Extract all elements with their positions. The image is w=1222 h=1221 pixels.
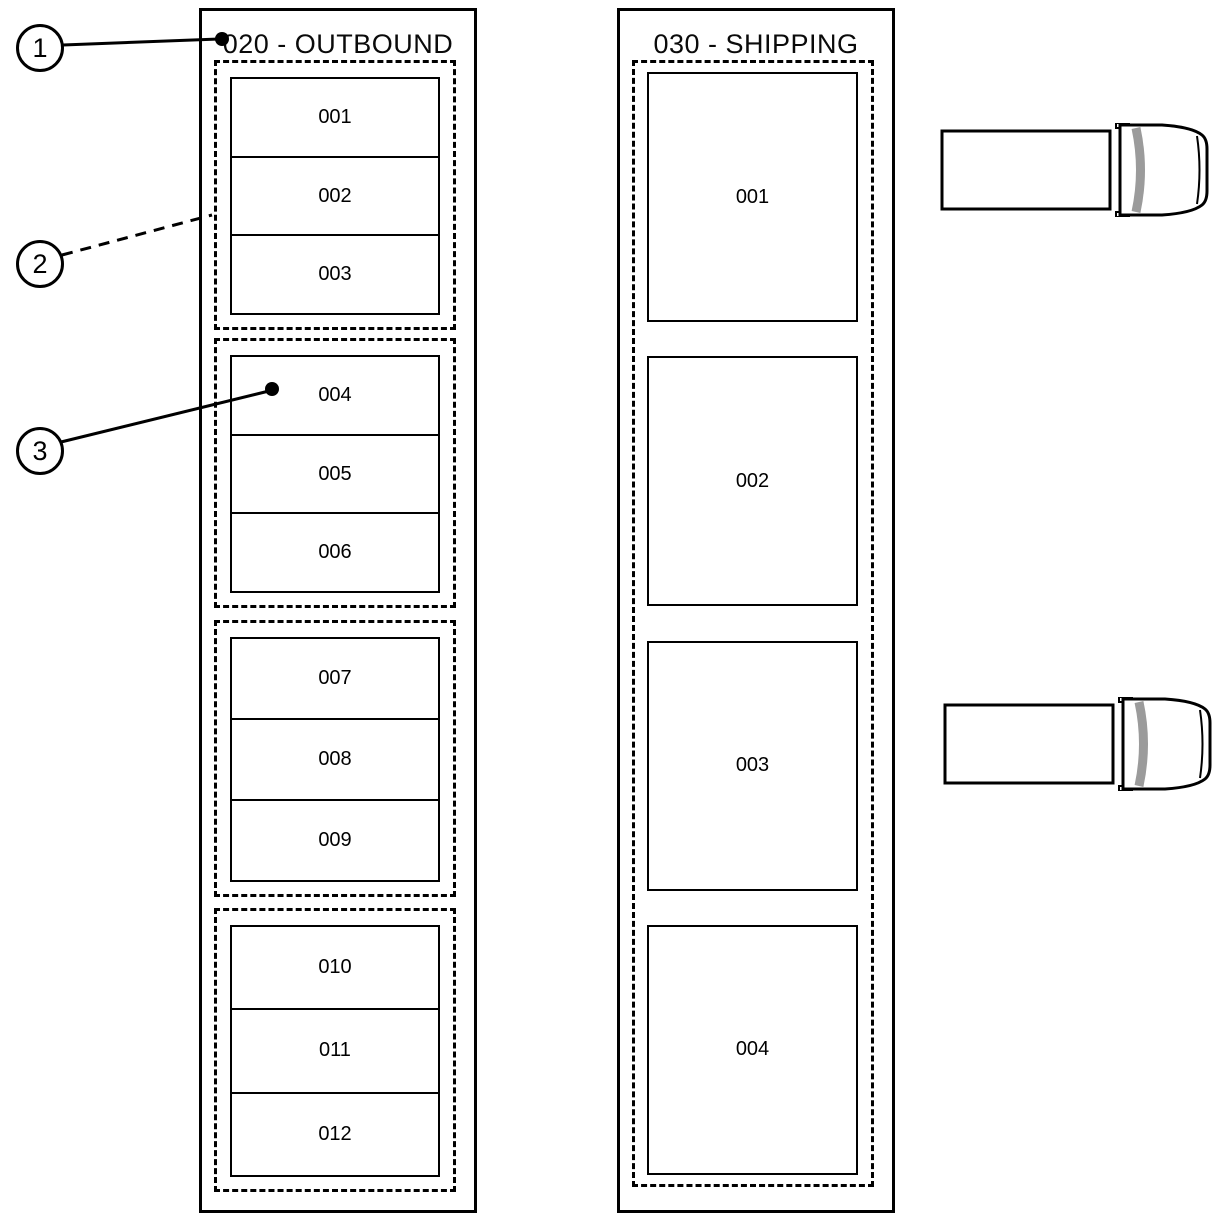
callout-2: 2 bbox=[16, 240, 64, 288]
slot: 011 bbox=[230, 1008, 440, 1094]
slot: 006 bbox=[230, 512, 440, 594]
truck-icon bbox=[940, 123, 1209, 217]
zone-shipping: 030 - SHIPPING 001 002 003 004 bbox=[617, 8, 895, 1213]
shipping-subzone-1: 001 002 003 004 bbox=[632, 60, 874, 1187]
outbound-subzone-1: 001 002 003 bbox=[214, 60, 456, 330]
outbound-subzone-3: 007 008 009 bbox=[214, 620, 456, 897]
slot: 003 bbox=[230, 234, 440, 316]
slot: 002 bbox=[230, 155, 440, 237]
leader-line-1 bbox=[62, 37, 220, 47]
zone-shipping-title: 030 - SHIPPING bbox=[653, 29, 859, 59]
slot-stack: 010 011 012 bbox=[230, 925, 440, 1177]
slot-stack: 007 008 009 bbox=[230, 637, 440, 882]
slot: 003 bbox=[647, 640, 858, 891]
callout-1: 1 bbox=[16, 24, 64, 72]
slot-stack: 004 005 006 bbox=[230, 355, 440, 594]
truck-icon bbox=[943, 697, 1212, 791]
slot: 010 bbox=[230, 925, 440, 1011]
slot: 004 bbox=[230, 355, 440, 436]
callout-3-label: 3 bbox=[32, 435, 48, 466]
outbound-subzone-4: 010 011 012 bbox=[214, 908, 456, 1192]
zone-outbound: 020 - OUTBOUND 001 002 003 004 005 006 0… bbox=[199, 8, 477, 1213]
slot: 007 bbox=[230, 637, 440, 720]
slot-stack: 001 002 003 004 bbox=[647, 72, 858, 1175]
callout-2-label: 2 bbox=[32, 248, 48, 279]
callout-3: 3 bbox=[16, 427, 64, 475]
slot: 012 bbox=[230, 1091, 440, 1177]
slot: 002 bbox=[647, 356, 858, 607]
callout-1-label: 1 bbox=[32, 32, 48, 63]
slot: 004 bbox=[647, 924, 858, 1175]
slot: 001 bbox=[647, 72, 858, 322]
leader-line-2 bbox=[61, 213, 213, 257]
outbound-subzone-2: 004 005 006 bbox=[214, 338, 456, 608]
slot: 009 bbox=[230, 799, 440, 882]
slot: 005 bbox=[230, 433, 440, 515]
zone-outbound-title: 020 - OUTBOUND bbox=[222, 29, 454, 59]
slot: 008 bbox=[230, 718, 440, 801]
slot-stack: 001 002 003 bbox=[230, 77, 440, 316]
slot: 001 bbox=[230, 77, 440, 158]
